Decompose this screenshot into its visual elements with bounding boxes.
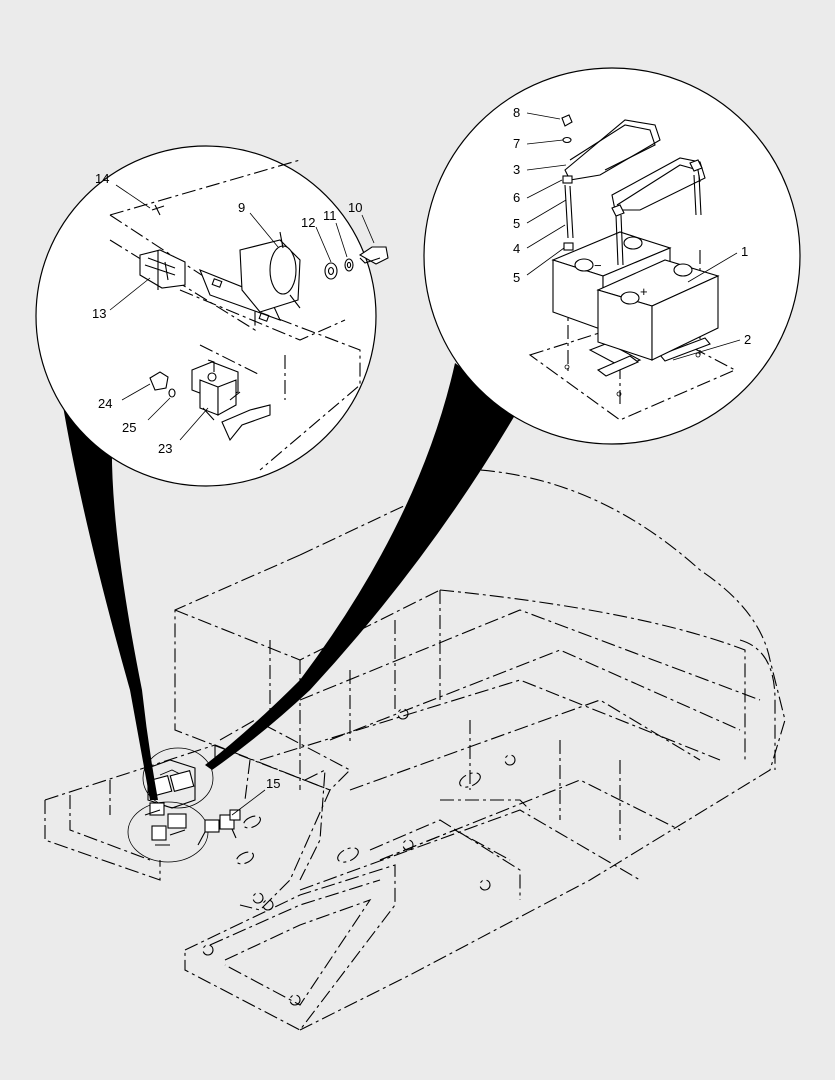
callout-23: 23 [158,441,172,456]
callout-10: 10 [348,200,362,215]
callout-9: 9 [238,200,245,215]
solenoid-location-callout [127,801,209,863]
callout-13: 13 [92,306,106,321]
callout-11: 11 [323,208,337,223]
leader-lines [109,112,741,816]
chassis-frame [44,469,786,1031]
callout-25: 25 [122,420,136,435]
callout-6: 6 [513,190,520,205]
callout-labels: 14 9 10 11 12 13 24 25 23 8 7 3 6 5 4 5 … [92,105,751,791]
relay-part-15[interactable] [197,809,241,846]
callout-24: 24 [98,396,112,411]
callout-8: 8 [513,105,520,120]
callout-12: 12 [301,215,315,230]
callout-5-lower: 5 [513,270,520,285]
callout-4: 4 [513,241,520,256]
detail-circle-solenoid [35,145,389,487]
right-leader-band [205,363,518,770]
callout-5-upper: 5 [513,216,520,231]
callout-3: 3 [513,162,520,177]
left-leader-band [62,400,158,800]
callout-7: 7 [513,136,520,151]
battery-minus-mark: − [594,258,602,273]
callout-15: 15 [266,776,280,791]
battery-plus-mark: + [640,284,648,299]
callout-1: 1 [741,244,748,259]
callout-14: 14 [95,171,109,186]
callout-2: 2 [744,332,751,347]
